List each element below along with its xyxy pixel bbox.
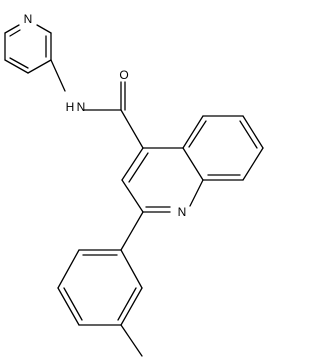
bond-benzo-1-double: [188, 120, 207, 148]
bond-benzo-3-double: [239, 120, 258, 149]
bond-tolyl-6: [120, 249, 143, 289]
atom-labels: N O N H N: [24, 12, 187, 219]
bond-pyridine-3: [27, 59, 52, 74]
bond-methyl: [120, 324, 143, 357]
bond-quin-c4-c3: [121, 147, 144, 181]
bond-benzo-4: [242, 147, 264, 181]
bond-carbonyl-c4: [120, 109, 144, 149]
bond-tolyl-3-double: [63, 287, 83, 321]
bond-tolyl-2: [57, 249, 80, 289]
bond-tolyl-5-double: [117, 287, 137, 321]
bond-tolyl-3: [57, 287, 80, 326]
bond-pyridine-6: [4, 24, 20, 34]
bond-pyridine-6-double: [9, 29, 21, 37]
molecule-structure: N O N H N: [4, 12, 264, 357]
atom-label-amide-h: H: [66, 100, 75, 114]
bond-quin-c8a-c4a: [182, 147, 204, 181]
bond-quin-n-c8a: [189, 179, 204, 207]
bond-pyridine-2-double: [9, 57, 29, 69]
bond-pyridine-amide-n: [50, 59, 66, 92]
atom-label-carbonyl-o: O: [119, 68, 128, 82]
bond-pyridine-2: [4, 59, 29, 74]
bond-tolyl-5: [120, 287, 143, 326]
bond-c2-tolyl: [120, 211, 144, 251]
bond-benzo-1: [182, 115, 204, 149]
bond-pyridine-5: [36, 24, 52, 34]
atom-label-pyridine-n: N: [24, 12, 33, 26]
atom-label-amide-n: N: [77, 100, 86, 114]
bonds: [4, 24, 264, 357]
atom-label-quinoline-n: N: [178, 205, 187, 219]
bond-quin-c3-c2: [121, 179, 144, 213]
bond-quin-c4-c3-double: [128, 152, 149, 183]
bond-benzo-3: [242, 115, 264, 149]
